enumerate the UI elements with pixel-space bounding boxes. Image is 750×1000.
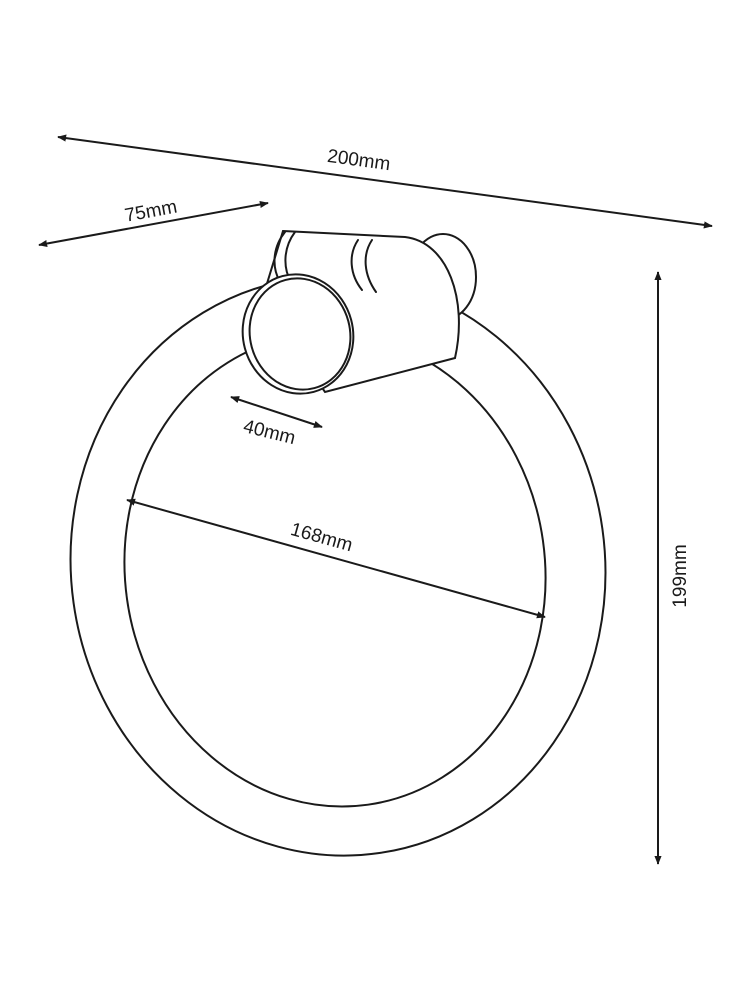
dimension-arrow-75 (38, 200, 269, 248)
mount-knob-face (241, 273, 355, 395)
dimension-mount-diameter: 40mm (230, 396, 323, 449)
dimension-label-168: 168mm (288, 519, 355, 556)
mount-knob-rim (248, 277, 352, 391)
dimension-overall-height: 199mm (654, 271, 691, 865)
mount-collar-edge (364, 239, 377, 293)
dimension-arrow-40 (230, 396, 323, 428)
dimension-label-200: 200mm (326, 146, 392, 175)
dimension-wall-projection: 75mm (38, 196, 269, 248)
wall-mount-bracket (241, 229, 477, 395)
dimension-arrow-168 (126, 498, 546, 619)
dimension-overall-depth: 200mm (57, 134, 713, 229)
dimension-label-40: 40mm (241, 416, 297, 449)
mount-collar (350, 239, 363, 291)
dimension-label-199: 199mm (670, 544, 691, 607)
dimension-ring-inner-diameter: 168mm (126, 498, 546, 619)
dimension-arrow-200 (57, 134, 713, 229)
dimension-label-75: 75mm (123, 196, 179, 226)
